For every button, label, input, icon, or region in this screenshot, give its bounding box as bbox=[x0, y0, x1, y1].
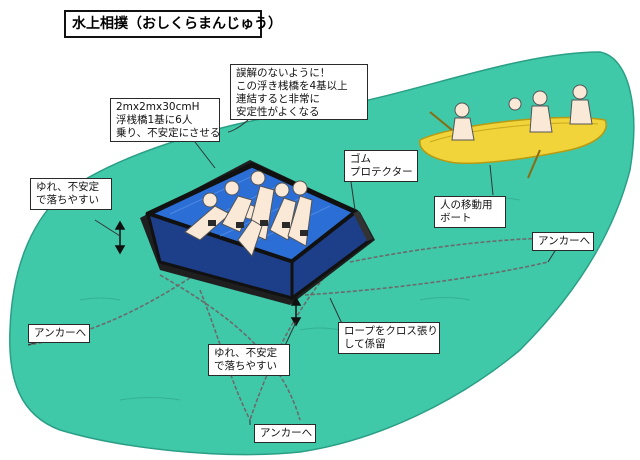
callout-line: ロープをクロス張り bbox=[344, 325, 438, 337]
callout-line: で落ちやすい bbox=[36, 194, 99, 206]
callout-anchor-right: アンカーへ bbox=[532, 232, 594, 251]
people-in-boat bbox=[451, 84, 593, 141]
callout-anchor-bottom: アンカーへ bbox=[254, 424, 316, 443]
people-on-pontoon bbox=[184, 170, 313, 257]
callout-line: 連結すると非常に bbox=[236, 93, 320, 105]
callout-line: ゆれ、不安定 bbox=[214, 347, 278, 359]
callout-rope: ロープをクロス張り して係留 bbox=[338, 322, 440, 354]
callout-line: して係留 bbox=[344, 338, 386, 350]
callout-line: プロテクター bbox=[350, 166, 413, 178]
sway-arrows bbox=[114, 220, 302, 327]
callout-line: で落ちやすい bbox=[214, 360, 277, 372]
callout-line: 安定性がよくなる bbox=[236, 106, 320, 118]
callout-line: ゆれ、不安定 bbox=[36, 181, 100, 193]
callout-sway-left: ゆれ、不安定 で落ちやすい bbox=[30, 178, 112, 210]
callout-line: この浮き桟橋を4基以上 bbox=[236, 80, 348, 92]
callout-line: アンカーへ bbox=[34, 327, 87, 339]
diagram-title: 水上相撲（おしくらまんじゅう） bbox=[64, 10, 282, 38]
callout-line: 誤解のないように！ bbox=[236, 67, 331, 79]
callout-line: 乗り、不安定にさせる bbox=[116, 127, 221, 139]
callout-line: 浮桟橋1基に6人 bbox=[116, 114, 193, 126]
callout-line: 2mx2mx30cmH bbox=[116, 101, 200, 113]
callout-line: 人の移動用 bbox=[440, 199, 493, 211]
callout-rubber-protector: ゴム プロテクター bbox=[344, 150, 418, 182]
callout-anchor-left: アンカーへ bbox=[28, 324, 90, 343]
callout-misunderstanding: 誤解のないように！ この浮き桟橋を4基以上 連結すると非常に 安定性がよくなる bbox=[230, 64, 368, 120]
callout-line: アンカーへ bbox=[538, 235, 591, 247]
callout-spec: 2mx2mx30cmH 浮桟橋1基に6人 乗り、不安定にさせる bbox=[110, 98, 220, 142]
callout-line: ボート bbox=[440, 212, 472, 224]
callout-line: アンカーへ bbox=[260, 427, 313, 439]
swim-trunks bbox=[208, 220, 308, 236]
callout-line: ゴム bbox=[350, 153, 371, 165]
callout-boat: 人の移動用 ボート bbox=[434, 196, 506, 228]
callout-sway-bottom: ゆれ、不安定 で落ちやすい bbox=[208, 344, 290, 376]
